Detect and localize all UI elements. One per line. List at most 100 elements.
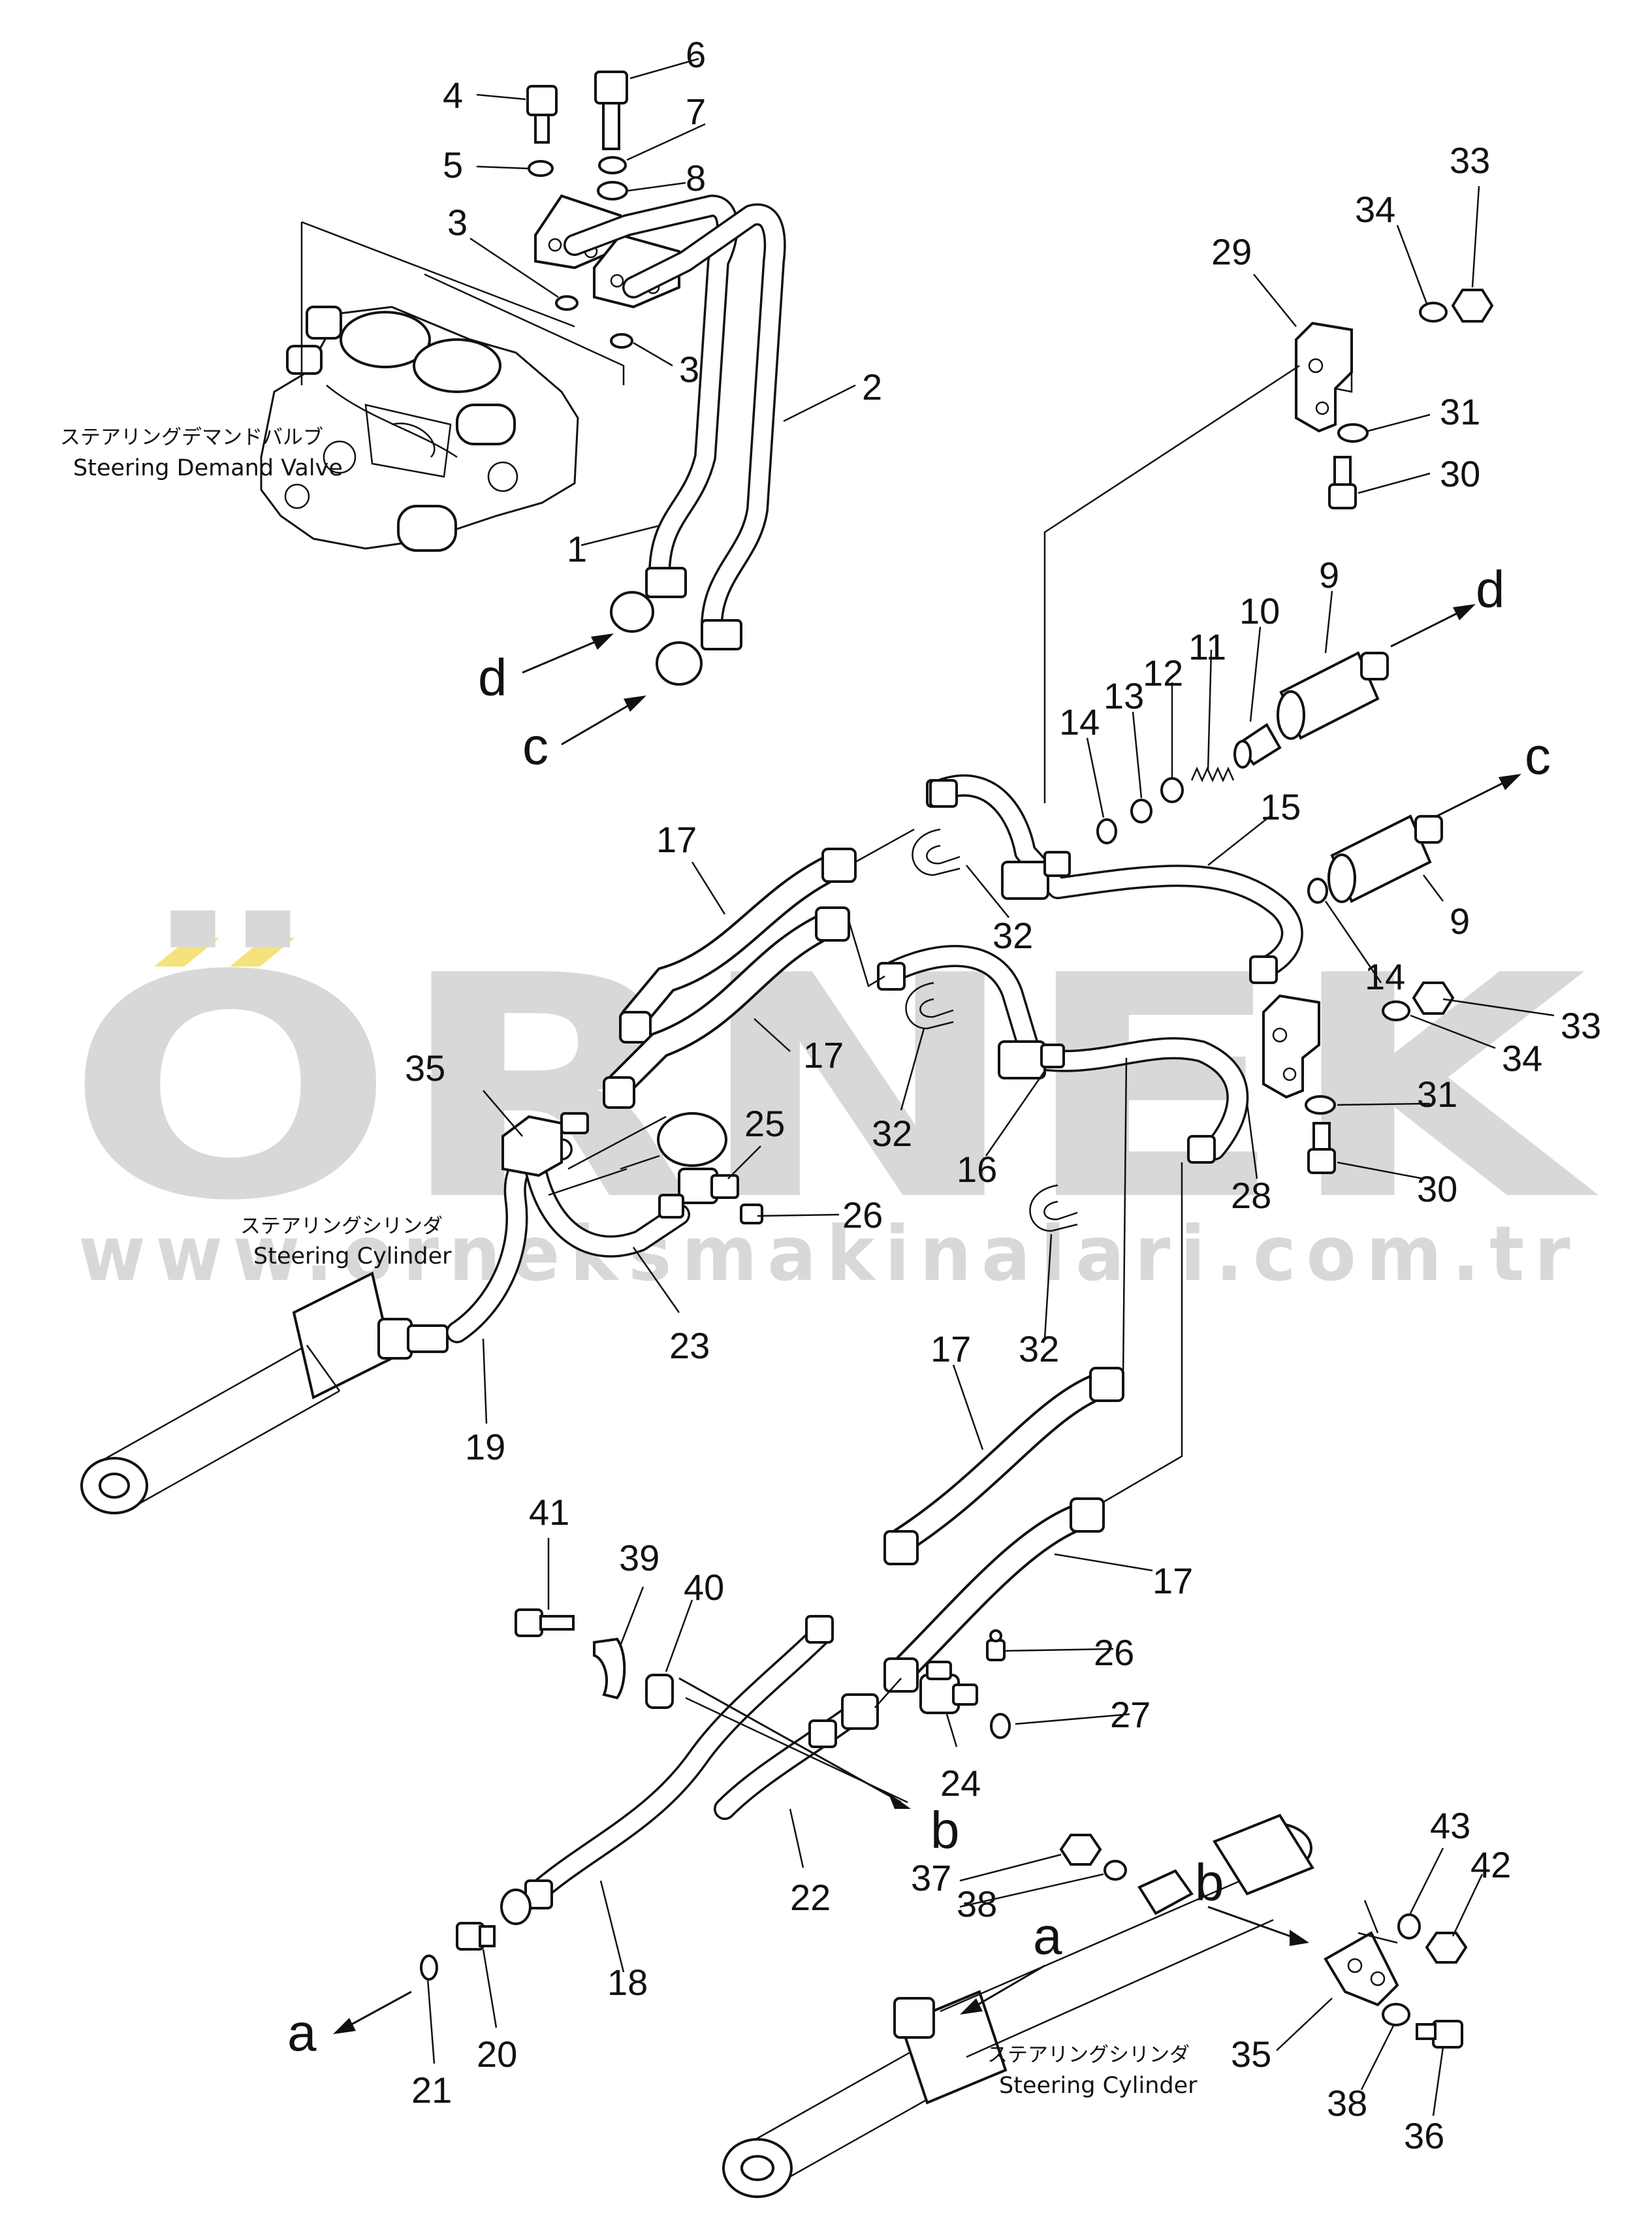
u-clamp-32c (1029, 1184, 1078, 1232)
part-number: 26 (1094, 1632, 1134, 1673)
bolt-36 (1416, 2020, 1463, 2049)
part-number: 33 (1450, 140, 1490, 181)
part-number: 16 (957, 1149, 997, 1190)
u-clamp-32b (905, 981, 954, 1030)
route-line-a (1122, 1057, 1128, 1379)
arrows (333, 604, 1521, 2034)
part-number: 31 (1440, 391, 1480, 432)
part-number: 43 (1430, 1805, 1470, 1846)
oring-3b (610, 333, 633, 349)
part-number: 23 (669, 1325, 710, 1366)
part-number: 38 (1327, 2082, 1367, 2124)
part-numbers: 1 2 3 3 4 5 6 7 8 9 9 10 11 12 13 14 14 … (405, 34, 1601, 2156)
watermark-accent-right (230, 938, 295, 966)
clip-39 (593, 1637, 626, 1700)
valve-leader-lines (300, 221, 625, 385)
pipe-1 (564, 195, 739, 586)
watermark-logo: ÖRNEK (65, 907, 1601, 1268)
part-number: 25 (744, 1103, 785, 1144)
pipe-22 (714, 1693, 879, 1820)
tube-nut-lower (1187, 1135, 1216, 1164)
nut-37 (1059, 1834, 1102, 1866)
nut-42 (1425, 1932, 1468, 1964)
bracket-35b (1324, 1931, 1399, 2007)
part-number: 10 (1239, 590, 1280, 631)
part-number: 2 (862, 366, 882, 407)
part-number: 3 (679, 349, 699, 390)
pipe-22-line (874, 1678, 902, 1708)
part-number: 9 (1450, 901, 1470, 942)
part-number: 13 (1104, 675, 1144, 716)
bracket-35b-leader (1358, 1900, 1398, 1944)
hose-17c (883, 1367, 1124, 1565)
connection-b-right: b (1195, 1853, 1224, 1911)
connection-b-mid: b (930, 1801, 960, 1859)
connection-d-right: d (1476, 560, 1505, 618)
caption-demand-valve-en: Steering Demand Valve (73, 455, 343, 481)
washer-31b (1305, 1095, 1336, 1115)
caption-cylinder-left-jp: ステアリングシリンダ (240, 1215, 443, 1238)
oring-27 (990, 1713, 1011, 1739)
part-number: 31 (1417, 1074, 1457, 1115)
part-number: 18 (607, 1962, 648, 2003)
pipe-23 (524, 1158, 690, 1258)
nut-33b (1412, 981, 1455, 1015)
caption-cylinder-right-en: Steering Cylinder (999, 2073, 1198, 2099)
pipe-16 (877, 945, 1249, 1160)
hose-17-connector (848, 828, 915, 987)
part-number: 11 (1188, 626, 1226, 667)
washer-5 (528, 160, 554, 177)
part-number: 27 (1110, 1694, 1151, 1735)
washer-31a (1337, 423, 1369, 443)
connector-20 (456, 1922, 496, 1951)
tube-nut-hose-top (929, 779, 958, 808)
caption-demand-valve-jp: ステアリングデマンドバルブ (60, 426, 323, 449)
part-number: 36 (1404, 2115, 1444, 2156)
steering-cylinder-left (80, 1271, 449, 1514)
caption-cylinder-right-jp: ステアリングシリンダ (987, 2043, 1190, 2067)
washer-38b (1382, 2003, 1410, 2026)
part-number: 42 (1470, 1844, 1511, 1885)
tube-nut-mid (877, 962, 906, 991)
washer-38a (1104, 1860, 1127, 1881)
check-valve-9b (1327, 814, 1443, 903)
grease-fitting-26b (986, 1629, 1006, 1661)
poppet-10 (1233, 723, 1282, 769)
part-number: 29 (1211, 231, 1252, 272)
washer-12 (1160, 777, 1184, 803)
elbow-25 (658, 1168, 739, 1219)
part-number: 17 (930, 1328, 971, 1369)
part-number: 37 (911, 1857, 951, 1898)
part-number: 30 (1417, 1168, 1457, 1209)
grease-fitting-26a (740, 1204, 763, 1224)
part-number: 32 (1019, 1328, 1059, 1369)
part-number: 21 (411, 2069, 452, 2111)
spring-11 (1190, 766, 1235, 783)
washer-43 (1397, 1913, 1421, 1939)
part-number: 35 (1231, 2034, 1271, 2075)
part-number: 6 (686, 34, 706, 75)
part-number: 17 (656, 819, 697, 860)
part-number: 35 (405, 1047, 445, 1089)
bolt-6 (594, 71, 628, 150)
part-number: 3 (447, 202, 468, 243)
part-number: 12 (1143, 652, 1183, 694)
oring-14a (1096, 818, 1117, 844)
washer-8 (597, 181, 628, 200)
pipe-15 (929, 774, 1303, 981)
watermark-url: www.orneksmakinalari.com.tr (78, 1210, 1580, 1298)
part-number: 15 (1260, 786, 1301, 827)
part-number: 19 (465, 1426, 505, 1467)
connection-c-right: c (1525, 727, 1551, 785)
pipe-18 (500, 1615, 834, 1925)
bolt-4 (526, 85, 558, 144)
part-number: 4 (443, 74, 463, 116)
part-number: 26 (842, 1194, 883, 1236)
elbow-24 (919, 1661, 978, 1714)
tube-nut-right (1249, 955, 1278, 984)
part-number: 5 (443, 144, 463, 185)
part-number: 40 (684, 1567, 724, 1608)
part-number: 41 (529, 1492, 569, 1533)
hose-17d (883, 1497, 1105, 1693)
part-number: 14 (1059, 701, 1100, 742)
